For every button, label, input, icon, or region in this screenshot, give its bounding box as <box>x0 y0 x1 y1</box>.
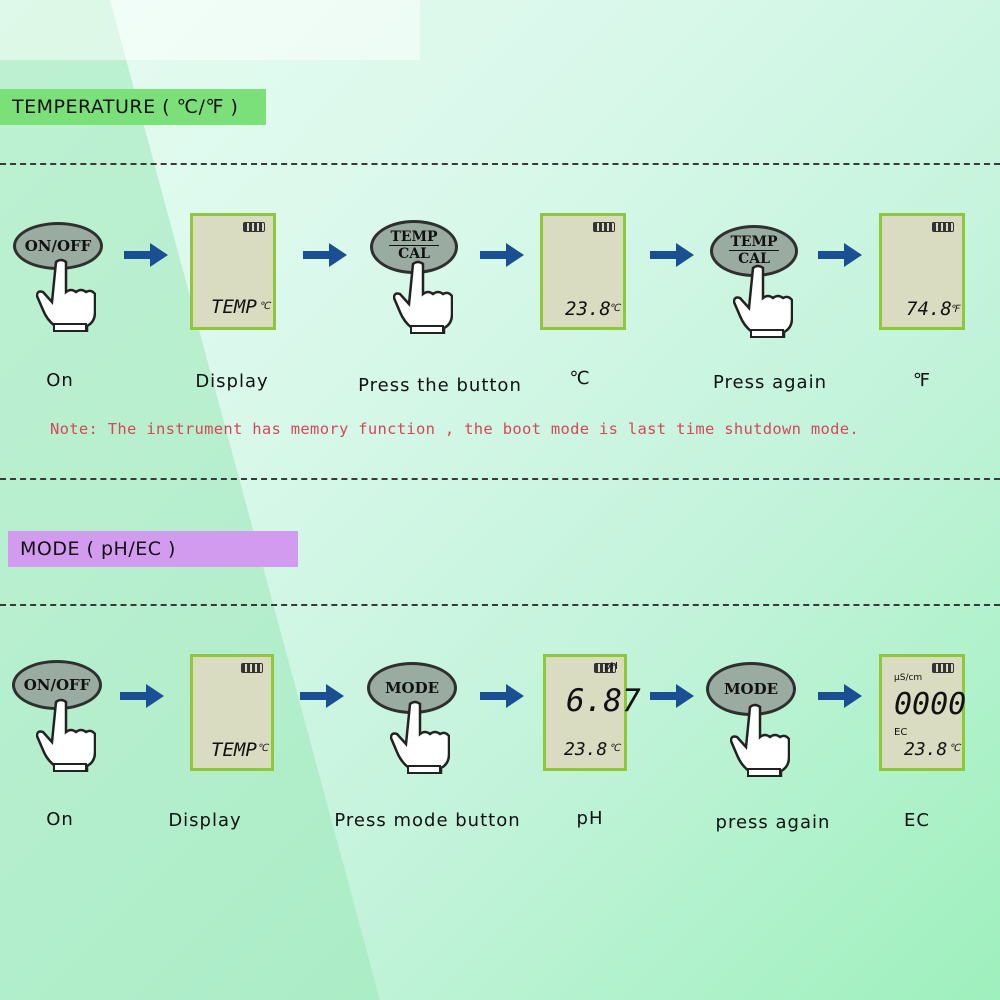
battery-icon <box>593 222 615 232</box>
pointing-hand-icon <box>393 260 453 334</box>
mode-button[interactable]: MODE <box>367 662 457 714</box>
step-caption: Press again <box>713 372 827 393</box>
cal-label: CAL <box>398 246 430 262</box>
on-off-button-label: ON/OFF <box>24 237 92 255</box>
lcd-display: 23.8 ℃ <box>540 213 626 330</box>
step-caption: ℉ <box>912 370 932 391</box>
mode-button-label: MODE <box>723 680 779 698</box>
on-off-button-label: ON/OFF <box>23 676 91 694</box>
step-caption: Press mode button <box>334 810 521 831</box>
step-caption: On <box>46 809 74 830</box>
lcd-main-value: 0000 <box>894 687 967 722</box>
battery-icon <box>932 663 954 673</box>
step-caption: Display <box>195 371 269 392</box>
lcd-display: 74.8 ℉ <box>879 213 965 330</box>
lcd-display: TEMP ℃ <box>190 654 274 771</box>
battery-icon <box>241 663 263 673</box>
step-caption: ℃ <box>569 368 591 389</box>
lcd-top-label: μS/cm <box>894 673 923 683</box>
lcd-top-label: pH <box>604 661 618 672</box>
lcd-text: 23.8 <box>564 739 608 760</box>
battery-icon <box>594 663 616 673</box>
background-highlight <box>0 0 420 60</box>
lcd-text: TEMP <box>211 739 257 761</box>
right-arrow-icon <box>124 243 168 267</box>
cal-label: CAL <box>738 251 770 267</box>
pointing-hand-icon <box>733 264 793 338</box>
mode-section-label: MODE ( pH/EC ) <box>8 531 298 567</box>
lcd-display: pH 6.87 23.8 ℃ <box>543 654 641 771</box>
step-caption: On <box>46 370 74 391</box>
right-arrow-icon <box>650 684 694 708</box>
pointing-hand-icon <box>390 700 450 774</box>
step-caption: Press the button <box>358 375 522 396</box>
lcd-unit: ℃ <box>609 303 621 314</box>
divider <box>0 478 1000 480</box>
step-caption: Display <box>168 810 242 831</box>
mode-button-label: MODE <box>384 679 440 697</box>
temp-label: TEMP <box>729 234 779 251</box>
temp-cal-button[interactable]: TEMP CAL <box>710 225 798 277</box>
lcd-display: TEMP ℃ <box>190 213 276 330</box>
lcd-unit: ℃ <box>259 301 271 312</box>
step-caption: pH <box>576 808 604 829</box>
step-caption: EC <box>904 810 930 831</box>
right-arrow-icon <box>300 684 344 708</box>
right-arrow-icon <box>120 684 164 708</box>
lcd-unit: ℃ <box>949 743 961 754</box>
pointing-hand-icon <box>36 258 96 332</box>
temp-label: TEMP <box>389 229 439 246</box>
pointing-hand-icon <box>36 698 96 772</box>
divider <box>0 604 1000 606</box>
lcd-text: TEMP <box>211 296 257 318</box>
step-caption: press again <box>715 812 831 833</box>
pointing-hand-icon <box>730 703 790 777</box>
lcd-sub-label: EC <box>894 727 908 738</box>
lcd-main-value: 6.87 <box>566 683 641 719</box>
lcd-unit: ℃ <box>609 743 621 754</box>
battery-icon <box>243 222 265 232</box>
right-arrow-icon <box>480 684 524 708</box>
temperature-section-label: TEMPERATURE ( ℃/℉ ) <box>0 89 266 125</box>
divider <box>0 163 1000 165</box>
lcd-text: 74.8 <box>906 298 952 320</box>
right-arrow-icon <box>303 243 347 267</box>
lcd-text: 23.8 <box>565 298 611 320</box>
lcd-text: 23.8 <box>904 739 948 760</box>
lcd-unit: ℃ <box>257 743 269 754</box>
battery-icon <box>932 222 954 232</box>
right-arrow-icon <box>818 684 862 708</box>
right-arrow-icon <box>480 243 524 267</box>
lcd-unit: ℉ <box>950 304 960 315</box>
memory-note: Note: The instrument has memory function… <box>50 420 860 438</box>
right-arrow-icon <box>818 243 862 267</box>
lcd-display: μS/cm 0000 EC 23.8 ℃ <box>879 654 967 771</box>
right-arrow-icon <box>650 243 694 267</box>
